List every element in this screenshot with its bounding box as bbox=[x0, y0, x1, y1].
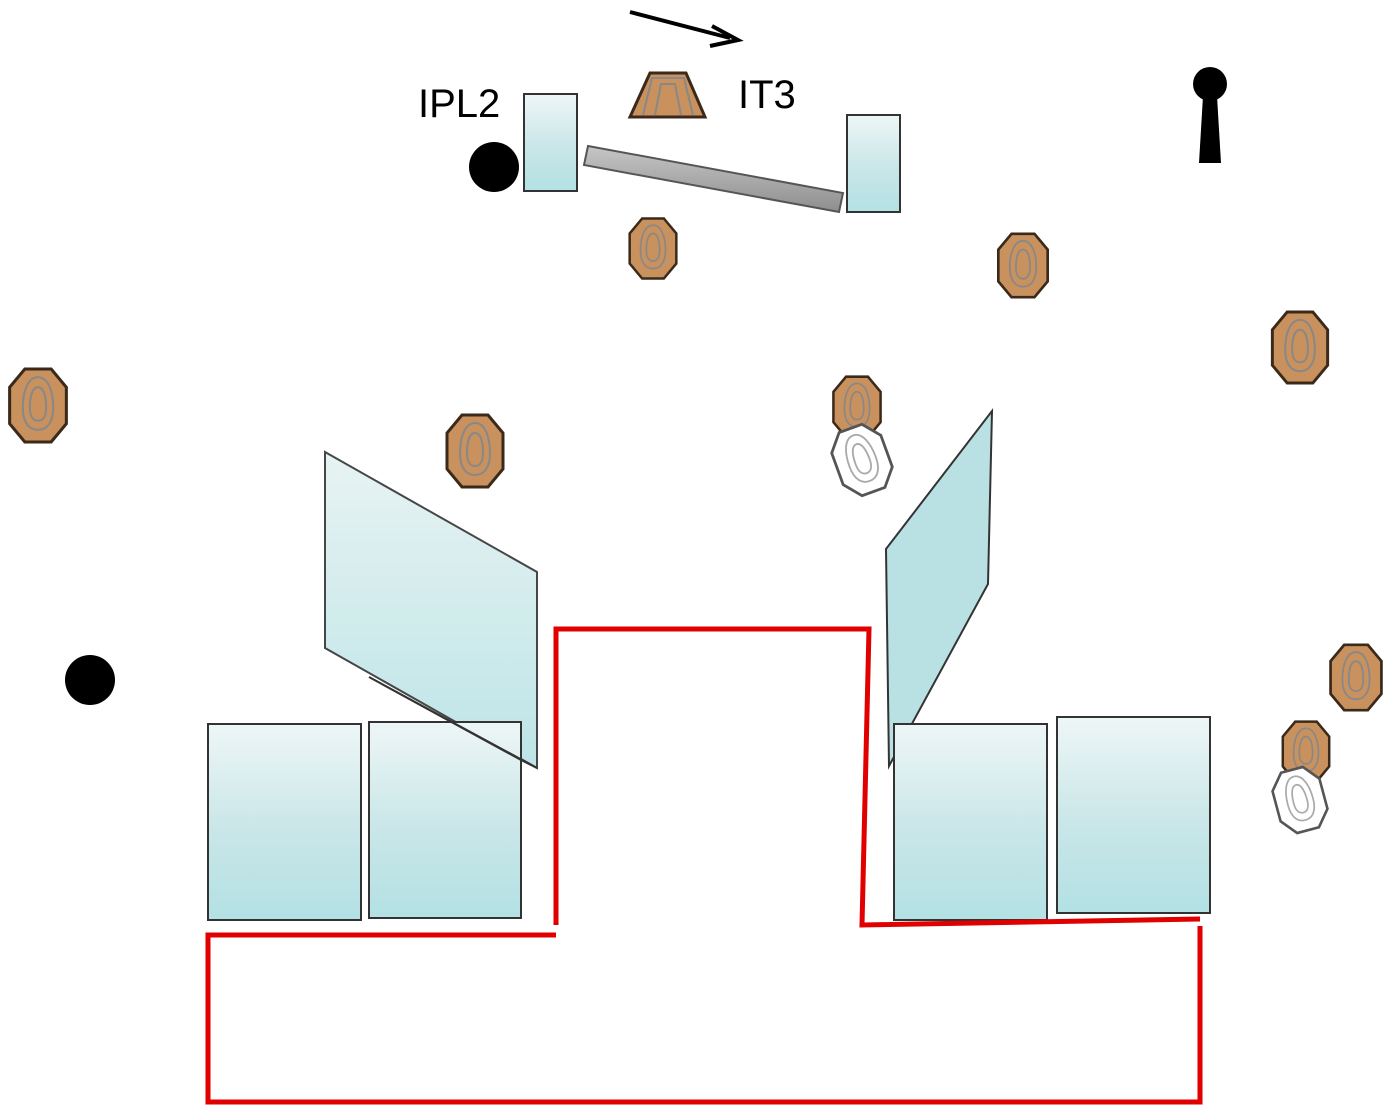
paper-target bbox=[628, 216, 678, 281]
wall-right bbox=[884, 407, 994, 770]
paper-target bbox=[8, 367, 68, 444]
swinger-left-box bbox=[523, 93, 578, 192]
barrel bbox=[893, 723, 1048, 921]
wall-left-overlap bbox=[368, 676, 538, 769]
barrel bbox=[368, 721, 522, 919]
barrel bbox=[1056, 716, 1211, 914]
no-shoot-target bbox=[824, 417, 900, 503]
fault-line-shooting-area bbox=[205, 926, 1203, 1105]
paper-target bbox=[1329, 643, 1383, 712]
barrel bbox=[207, 723, 362, 921]
label-it3: IT3 bbox=[738, 73, 796, 117]
popper-icon bbox=[1193, 67, 1227, 163]
swinger-bar bbox=[582, 144, 845, 214]
steel-plate-top bbox=[469, 142, 519, 192]
steel-plate-left bbox=[65, 655, 115, 705]
fault-line-center-box bbox=[553, 626, 1201, 928]
it3-target bbox=[627, 71, 708, 119]
paper-target bbox=[445, 413, 505, 489]
wall-left bbox=[324, 450, 538, 770]
swinger-right-box bbox=[846, 114, 901, 213]
paper-target bbox=[1270, 310, 1330, 385]
paper-target bbox=[996, 232, 1050, 299]
direction-arrow bbox=[629, 10, 744, 48]
label-ipl2: IPL2 bbox=[418, 82, 500, 126]
